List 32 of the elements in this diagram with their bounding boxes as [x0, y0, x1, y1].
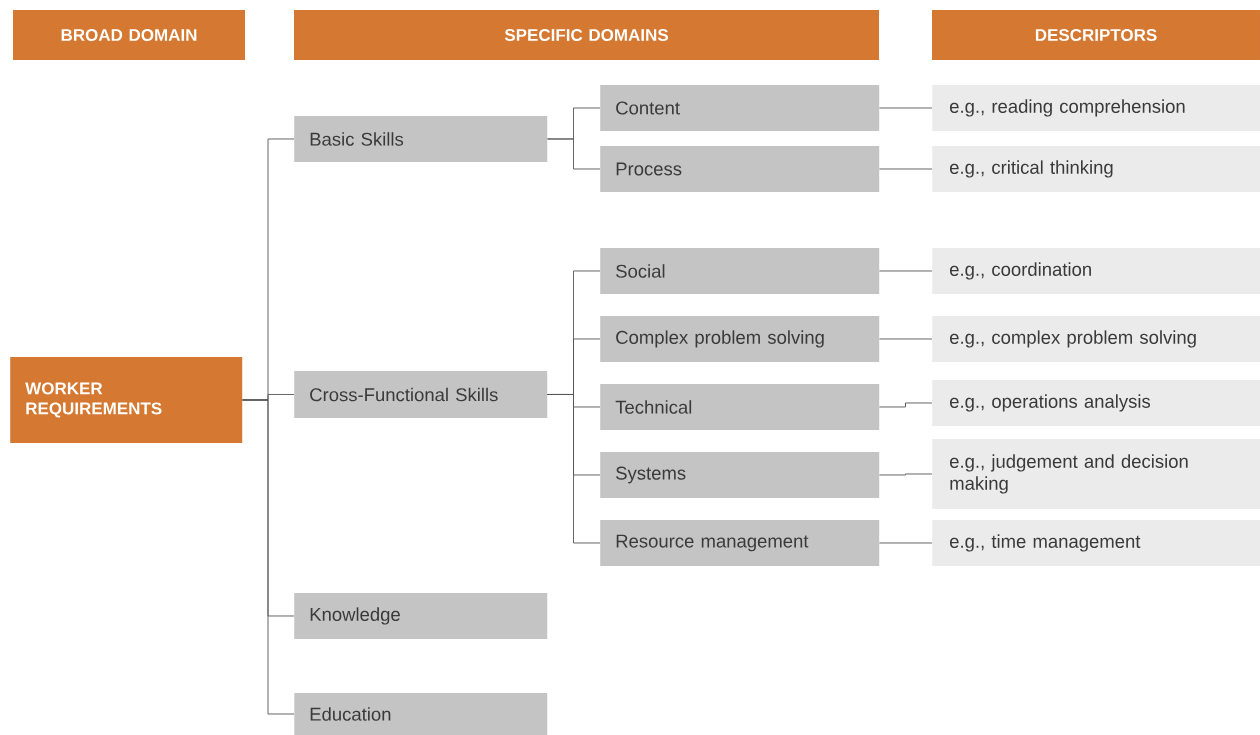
connector-line [878, 542, 933, 544]
root-box: WORKER REQUIREMENTS [10, 357, 243, 443]
domain-box: Cross-Functional Skills [294, 371, 548, 418]
connector-line [546, 394, 601, 544]
connector-line [878, 107, 933, 109]
descriptor-box: e.g., judgement and decision making [932, 439, 1260, 509]
descriptor-box: e.g., reading comprehension [932, 85, 1260, 131]
descriptor-box: e.g., operations analysis [932, 380, 1260, 426]
domain-box: Technical [600, 384, 880, 430]
domain-box: Content [600, 85, 880, 131]
descriptor-box: e.g., time management [932, 520, 1260, 566]
descriptor-box: e.g., critical thinking [932, 146, 1260, 192]
connector-line [878, 168, 933, 170]
domain-box: Resource management [600, 520, 880, 566]
connector-line [878, 270, 933, 272]
descriptor-box: e.g., coordination [932, 248, 1260, 294]
domain-box: Systems [600, 452, 880, 498]
header-bar: DESCRIPTORS [932, 10, 1260, 60]
header-bar: BROAD DOMAIN [13, 10, 245, 60]
connector-line [241, 399, 295, 715]
domain-box: Knowledge [294, 593, 548, 639]
domain-box: Process [600, 146, 880, 192]
domain-box: Basic Skills [294, 116, 548, 162]
domain-box: Social [600, 248, 880, 294]
connector-line [878, 338, 933, 340]
connector-line [546, 138, 601, 170]
domain-box: Complex problem solving [600, 316, 880, 362]
connector-line [878, 473, 933, 476]
header-bar: SPECIFIC DOMAINS [294, 10, 879, 60]
descriptor-box: e.g., complex problem solving [932, 316, 1260, 362]
connector-line [878, 402, 933, 408]
domain-box: Education [294, 693, 548, 735]
